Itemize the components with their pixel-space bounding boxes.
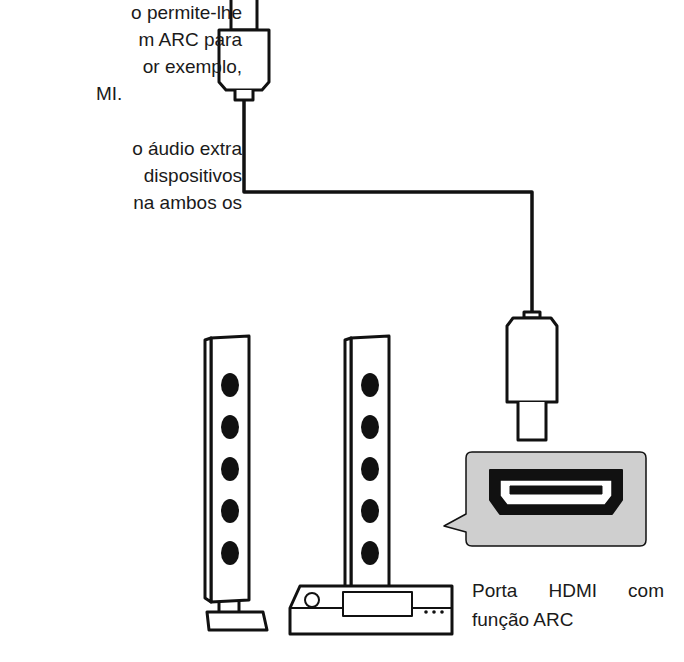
text-line: MI. [96, 81, 122, 107]
receiver-display [343, 592, 412, 616]
speaker-driver [221, 499, 239, 523]
speaker-driver [221, 373, 239, 397]
hdmi-plug-body [507, 318, 557, 402]
speaker-side [345, 338, 351, 602]
speaker-driver [361, 373, 379, 397]
port-caption: Porta HDMI com função ARC [472, 576, 664, 634]
port-panel [444, 452, 646, 546]
speaker-tower [351, 336, 389, 602]
speaker-driver [361, 541, 379, 565]
text-line: na ambos os [133, 190, 242, 216]
speaker-base [207, 612, 267, 630]
receiver-button [424, 610, 428, 614]
hdmi-cable [244, 100, 532, 312]
text-line: or exemplo, [143, 54, 242, 80]
hdmi-plug-neck [235, 90, 253, 100]
text-line: dispositivos [144, 163, 242, 189]
speaker-driver [221, 457, 239, 481]
hdmi-port-inner [500, 480, 612, 505]
receiver-button [440, 610, 444, 614]
hdmi-plug-tip [518, 402, 546, 440]
speaker-driver [361, 457, 379, 481]
text-line: o permite-lhe [131, 0, 242, 26]
speaker-stand [219, 601, 239, 612]
hdmi-port-pins [510, 486, 602, 494]
receiver-button [432, 610, 436, 614]
receiver-knob [305, 593, 319, 607]
receiver-box [290, 586, 452, 634]
speaker-tower [211, 336, 249, 602]
text-line: o áudio extra [132, 136, 242, 162]
speaker-side [205, 338, 211, 602]
speaker-driver [221, 541, 239, 565]
speaker-driver [361, 499, 379, 523]
hdmi-port [490, 470, 622, 514]
speaker-driver [361, 415, 379, 439]
speaker-driver [221, 415, 239, 439]
text-line: m ARC para [139, 27, 242, 53]
